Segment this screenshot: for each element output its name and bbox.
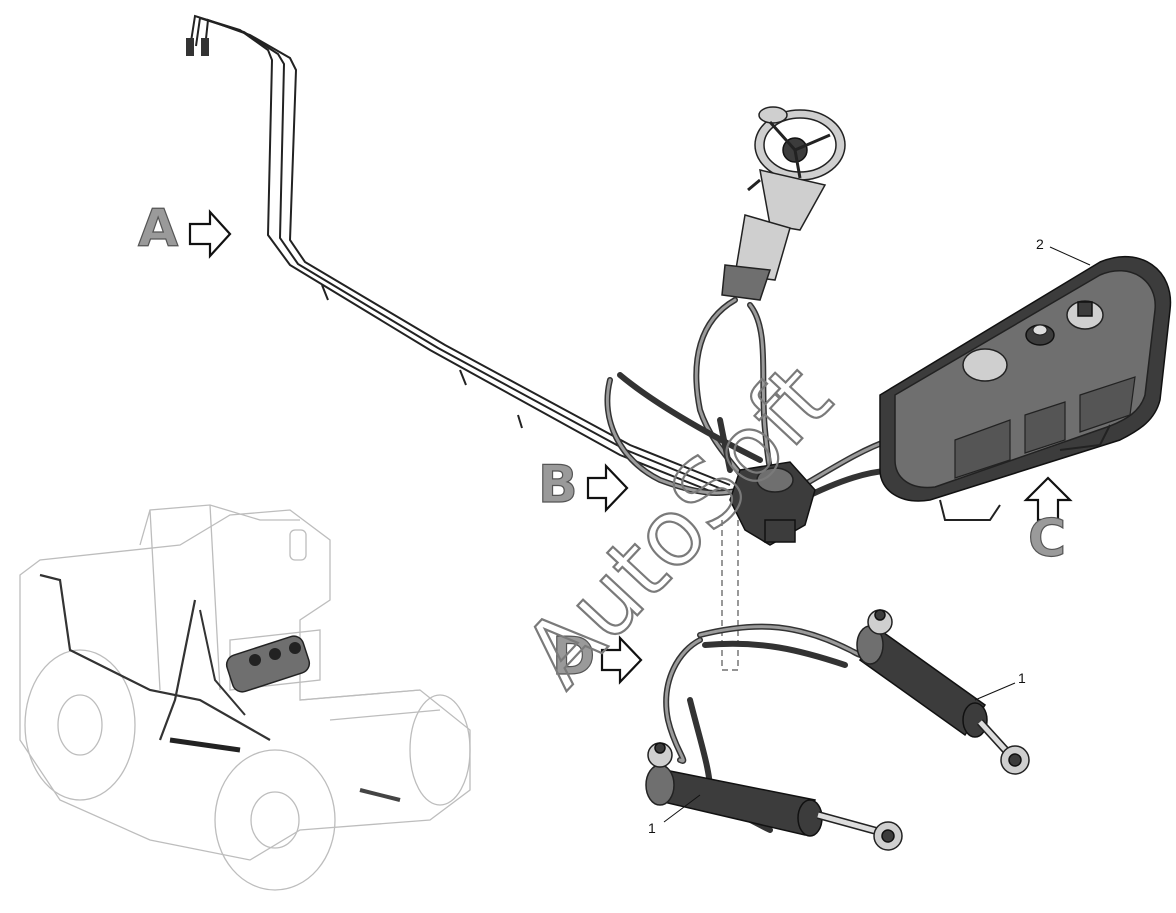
tractor-ghost-illustration [19,504,471,891]
view-label-b: B [538,455,578,515]
view-arrow-b [586,463,629,513]
callout-oil-tank: 2 [1036,236,1044,252]
callout-cylinder-rear: 1 [1018,670,1026,686]
connector-dashed-line [721,520,739,671]
steering-column [721,106,846,301]
callout-cylinder-front: 1 [648,820,656,836]
view-arrow-c [1023,476,1073,522]
hydraulic-oil-tank [879,255,1172,521]
steering-cylinders [645,609,1030,851]
callout-leaders [663,246,1091,823]
steering-pipes [186,14,731,496]
view-label-a: A [138,199,178,259]
steering-valve [729,461,816,546]
view-arrow-a [188,209,232,259]
view-label-d: D [552,627,595,687]
view-arrow-d [600,635,643,685]
view-label-c: C [1028,509,1066,569]
